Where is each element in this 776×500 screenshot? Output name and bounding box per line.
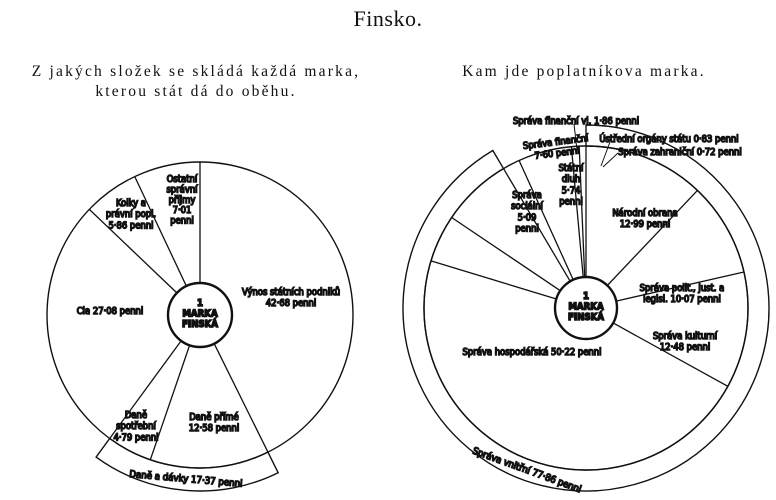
divider-daně-přímé (213, 343, 269, 453)
divider-státní-dluh (518, 160, 574, 281)
slice-label-správa-hospodářská: Správa hospodářská 50·22 penni (463, 347, 602, 358)
page-title: Finsko. (353, 6, 423, 31)
leader-ústřední-orgány (600, 141, 611, 167)
right-center-hub (553, 275, 619, 341)
slice-label-ústřední-orgány-státu: Ústřední orgány státu 0·83 penni (599, 133, 738, 145)
divider-cla (109, 340, 182, 439)
left-heading-line-1: Z jakých složek se skládá každá marka, (31, 63, 361, 80)
left-heading-line-2: kterou stát dá do oběhu. (95, 83, 297, 100)
divider-správa-finanční-vl (502, 168, 571, 282)
divider-správa-finanční (451, 216, 561, 292)
right-chart-heading: Kam jde poplatníkova marka. (462, 63, 706, 80)
leader-správa-zahraniční (602, 152, 619, 168)
divider-správa-hospodářská (612, 322, 729, 387)
slice-label-správa-finanční: Správa finanční7·60 penni (522, 133, 591, 163)
divider-správa-polit-just-a-legisl (606, 189, 698, 286)
divider-daně-spotřební (149, 345, 191, 460)
slice-label-cla: Cla 27·08 penni (77, 306, 143, 317)
group-label-daně-a-dávky: Daně a dávky 17·37 penni (129, 468, 243, 490)
divider-správa-zahraniční (578, 146, 586, 278)
divider-ostatní-správní-příjmy (134, 176, 187, 287)
group-label-správa-vnitřní: Správa vnitřní 77·86 penni (471, 445, 583, 496)
divider-ústřední-orgány-státu (570, 146, 584, 278)
slice-label-správa-finanční-vl: Správa finanční vl. 1·86 penni (513, 116, 639, 127)
divider-správa-kulturní (616, 271, 745, 302)
leader-správa-finanční-vl (573, 123, 578, 151)
slice-label-správa-zahraniční: Správa zahraniční 0·72 penni (618, 147, 742, 158)
divider-správa-sociální (430, 260, 557, 300)
left-center-hub (166, 281, 234, 349)
divider-kolky-a-právní-popl (88, 208, 178, 294)
left-chart-heading: Z jakých složek se skládá každá marka, k… (0, 62, 392, 102)
